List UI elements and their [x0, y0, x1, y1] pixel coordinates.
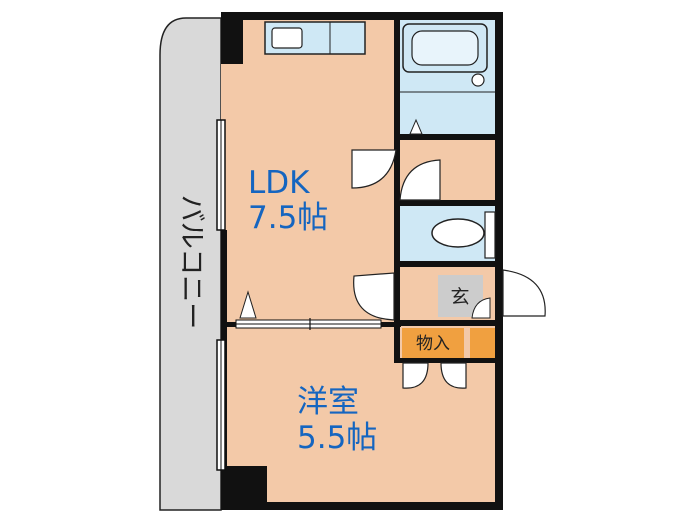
wall-toilet-bottom [394, 261, 503, 267]
wall-toilet-top [394, 200, 503, 206]
western-size: 5.5帖 [297, 420, 377, 456]
balcony-label: バルコニー [176, 195, 207, 329]
storage-area-2 [470, 328, 495, 358]
western-name: 洋室 [297, 384, 359, 420]
kitchen-sink [271, 27, 303, 49]
storage-label: 物入 [416, 334, 450, 354]
column-bl [221, 466, 267, 510]
door-entrance [502, 269, 546, 317]
balcony-area [159, 17, 222, 511]
column-tl [221, 12, 243, 64]
bath-door-marker [409, 118, 423, 135]
toilet-bowl [431, 218, 485, 248]
toilet-tank [484, 211, 496, 259]
door-toilet [399, 159, 441, 201]
wall-top [221, 12, 501, 20]
wall-storage-left [394, 320, 400, 363]
entrance-label: 玄 [450, 286, 469, 308]
ldk-name: LDK [248, 165, 310, 201]
wall-wet-left [394, 12, 400, 324]
wall-bottom [221, 502, 503, 510]
door-ldk-hall [351, 149, 397, 189]
entry-marker [239, 290, 257, 319]
door-storage-right [440, 362, 467, 389]
ldk-size: 7.5帖 [248, 200, 328, 236]
wall-entrance-bottom [394, 320, 503, 326]
wall-bath-bottom [394, 134, 503, 140]
wall-storage-bottom [394, 358, 503, 363]
door-storage-left [402, 362, 429, 389]
door-mini [471, 297, 491, 319]
door-ldk-entrance [353, 272, 395, 321]
bath-drain [471, 73, 485, 87]
storage-area [402, 328, 464, 358]
